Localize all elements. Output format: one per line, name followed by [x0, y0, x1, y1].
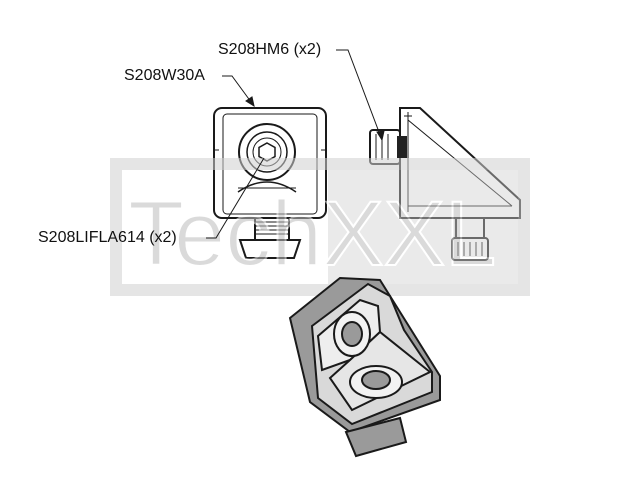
leader-lines	[206, 49, 385, 239]
callout-screw: S208LIFLA614 (x2)	[38, 229, 177, 246]
bracket-isometric-view	[288, 276, 441, 458]
watermark: TechXXL	[110, 158, 530, 296]
callout-hammer-nut: S208HM6 (x2)	[218, 41, 322, 58]
watermark-text: TechXXL	[128, 183, 496, 285]
callout-angle-bracket: S208W30A	[124, 67, 205, 84]
